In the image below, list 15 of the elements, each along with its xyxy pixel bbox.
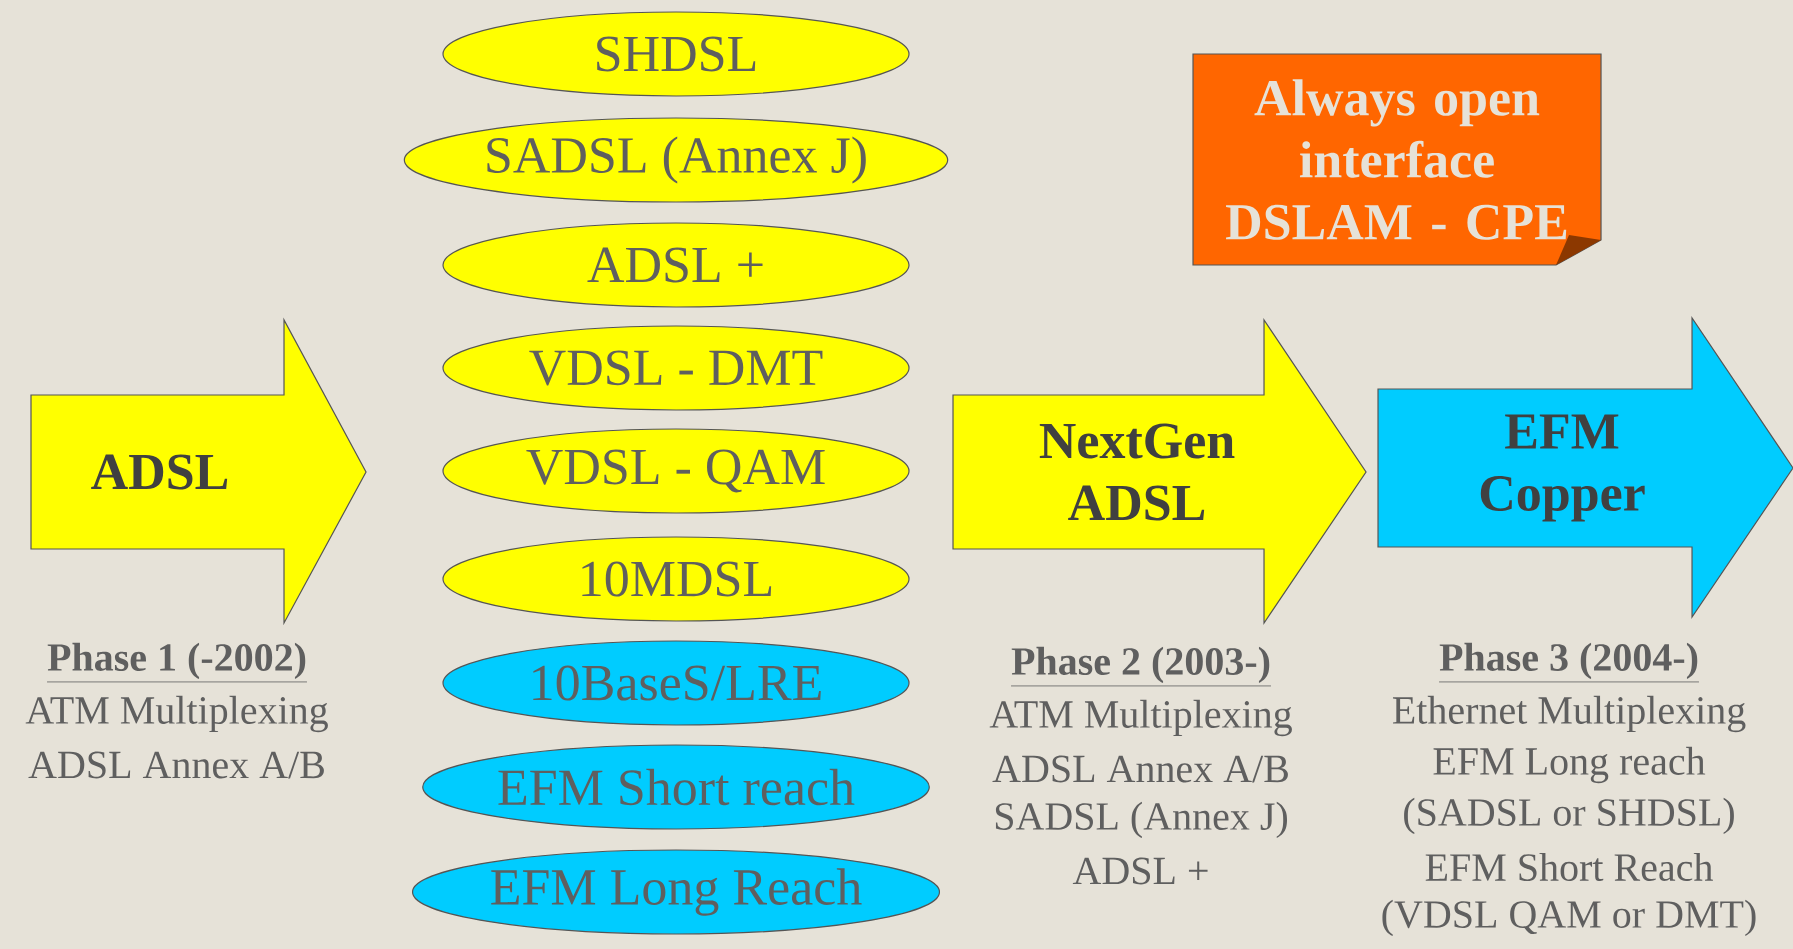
phase-note: ADSL Annex A/B [28, 751, 324, 779]
phase-note: Ethernet Multiplexing [1393, 695, 1746, 733]
phase-note: (VDSL QAM or DMT) [1382, 899, 1756, 937]
phase-note: EFM Long reach [1433, 746, 1706, 784]
phase-note: ATM Multiplexing [989, 699, 1292, 737]
phase-note: ATM Multiplexing [25, 695, 328, 733]
phase-note: SADSL (Annex J) [995, 801, 1287, 839]
phase-heading: Phase 1 (-2002) [46, 642, 308, 683]
phase-note: ADSL + [1072, 857, 1208, 885]
phase-note: (SADSL or SHDSL) [1404, 797, 1734, 835]
sticky-note: Always open interface DSLAM - CPE [1192, 53, 1602, 266]
phase-heading: Phase 2 (2003-) [1010, 646, 1272, 687]
phase-note: ADSL Annex A/B [992, 755, 1288, 783]
phase-note: EFM Short Reach [1425, 852, 1713, 882]
phase-heading: Phase 3 (2004-) [1438, 642, 1700, 683]
